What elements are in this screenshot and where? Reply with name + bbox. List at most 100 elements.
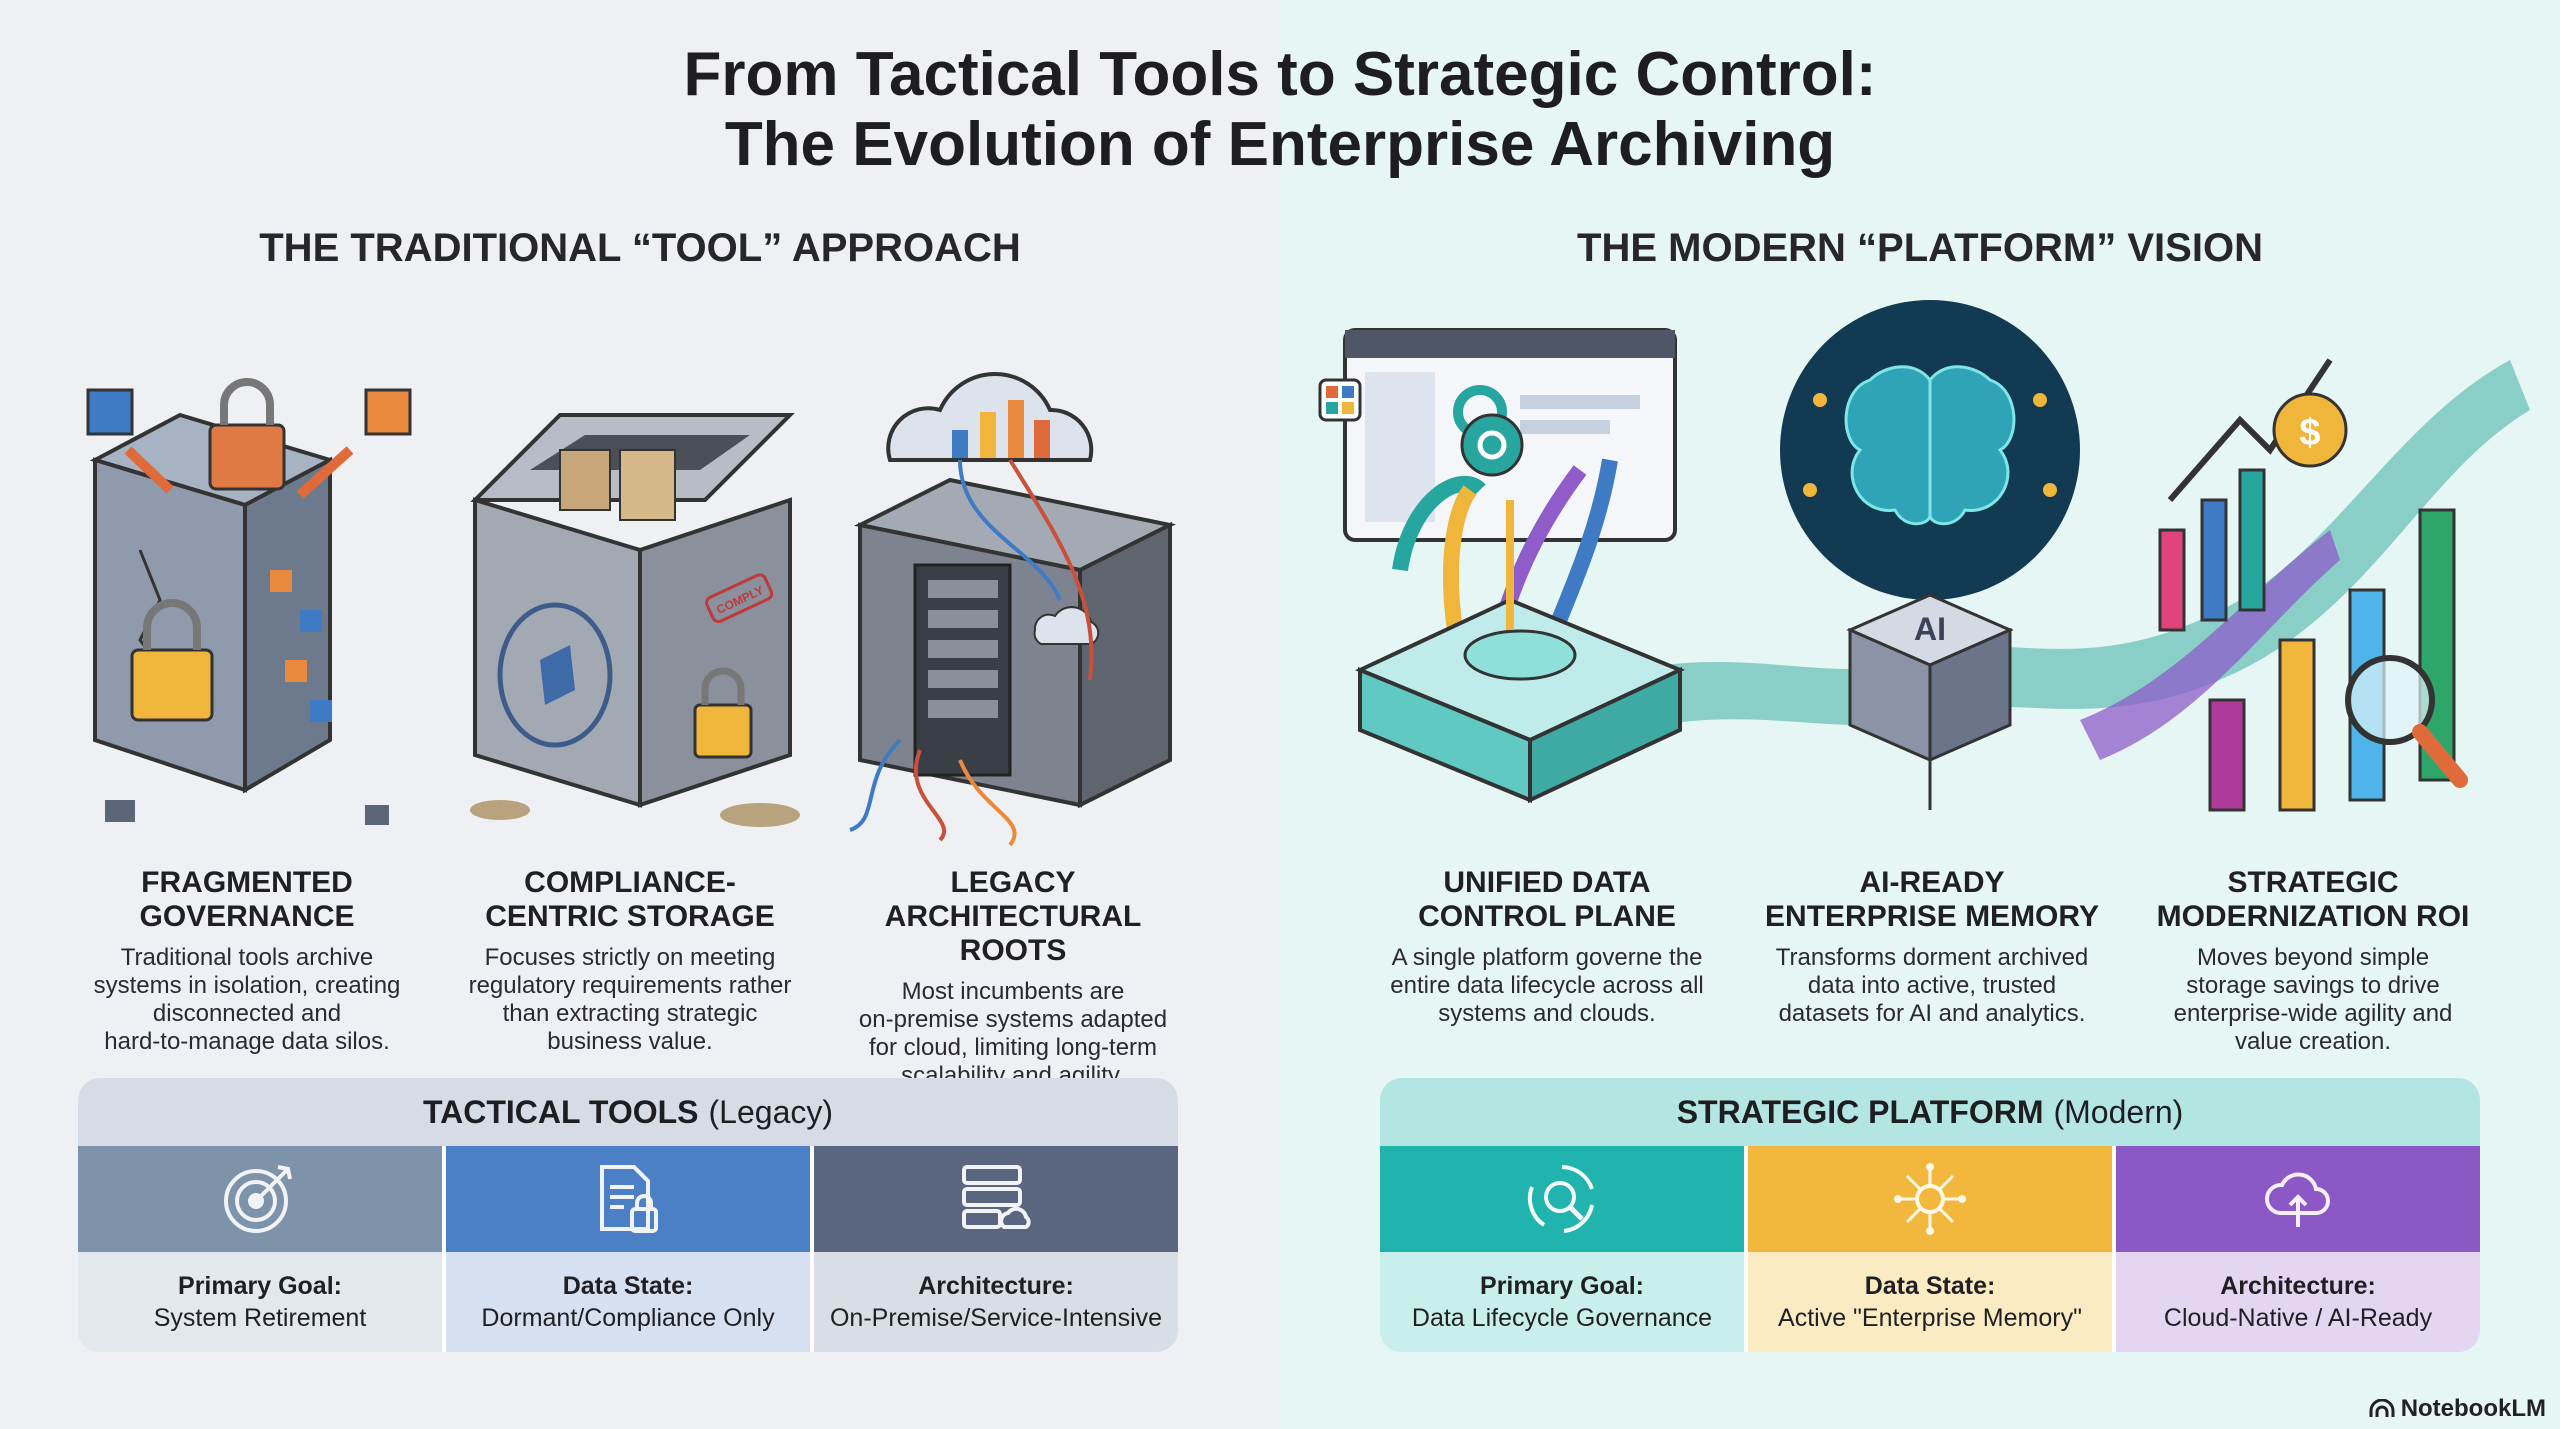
description-line: business value. bbox=[547, 1028, 713, 1055]
cell-value: Cloud-Native / AI-Ready bbox=[2163, 1304, 2433, 1332]
left-section-heading: THE TRADITIONAL “TOOL” APPROACH bbox=[259, 226, 1021, 270]
description-line: storage savings to drive bbox=[2186, 972, 2440, 999]
description-line: value creation. bbox=[2234, 1028, 2392, 1055]
control-plane-illustration bbox=[1318, 328, 1685, 804]
cell-value: Dormant/Compliance Only bbox=[481, 1304, 775, 1332]
page-title: From Tactical Tools to Strategic Control… bbox=[0, 40, 2560, 180]
column-title-line-1: UNIFIED DATA bbox=[1443, 866, 1651, 899]
ai-network-icon bbox=[1894, 1163, 1966, 1235]
column-title-line-2: CENTRIC STORAGE bbox=[485, 900, 775, 933]
brand-name: NotebookLM bbox=[2400, 1395, 2546, 1422]
description-line: systems and clouds. bbox=[1438, 1000, 1656, 1027]
right-section-heading: THE MODERN “PLATFORM” VISION bbox=[1577, 226, 2263, 270]
column-title-line-2: ENTERPRISE MEMORY bbox=[1765, 900, 2099, 933]
column-title-line-1: COMPLIANCE- bbox=[524, 866, 736, 899]
panel-title-bold: TACTICAL TOOLS bbox=[422, 1093, 699, 1130]
panel-title-suffix: (Modern) bbox=[2053, 1093, 2184, 1130]
cloud-upload-icon bbox=[2264, 1172, 2330, 1227]
notebooklm-icon bbox=[2369, 1399, 2395, 1417]
column-title-line-2: GOVERNANCE bbox=[139, 900, 355, 933]
modern-illustration: AI $ bbox=[1280, 300, 2560, 860]
description-line: datasets for AI and analytics. bbox=[1778, 1000, 2086, 1027]
panel-cell-architecture: Architecture: On-Premise/Service-Intensi… bbox=[810, 1146, 1178, 1352]
cell-value: Data Lifecycle Governance bbox=[1411, 1304, 1713, 1332]
description-line: than extracting strategic bbox=[502, 1000, 758, 1027]
legacy-server-illustration bbox=[849, 371, 1177, 847]
cell-key: Data State: bbox=[1864, 1272, 1996, 1300]
dollar-coin-label: $ bbox=[2299, 412, 2320, 454]
cell-key: Primary Goal: bbox=[1480, 1272, 1644, 1300]
description-line: Focuses strictly on meeting bbox=[484, 944, 776, 971]
legacy-illustration-svg: COMPLY bbox=[86, 371, 1177, 847]
cell-value: Active "Enterprise Memory" bbox=[1778, 1304, 2082, 1332]
description-line: Most incumbents are bbox=[901, 978, 1125, 1005]
panel-cell-primary-goal: Primary Goal: System Retirement bbox=[78, 1146, 442, 1352]
server-cloud-icon bbox=[962, 1165, 1031, 1229]
notebooklm-logo: NotebookLM bbox=[2369, 1395, 2546, 1423]
left-column-compliance-storage: COMPLIANCE-CENTRIC STORAGE Focuses stric… bbox=[445, 866, 815, 1056]
description-line: enterprise-wide agility and bbox=[2173, 1000, 2453, 1027]
column-title-line-2: MODERNIZATION ROI bbox=[2156, 900, 2470, 933]
target-icon bbox=[224, 1165, 292, 1233]
cell-value: On-Premise/Service-Intensive bbox=[829, 1304, 1163, 1332]
panel-header: TACTICAL TOOLS (Legacy) bbox=[78, 1078, 1178, 1146]
strategic-platform-panel: STRATEGIC PLATFORM (Modern) Primary Goal… bbox=[1380, 1078, 2480, 1352]
description-line: Transforms dorment archived bbox=[1775, 944, 2089, 971]
cell-key: Data State: bbox=[562, 1272, 694, 1300]
description-line: A single platform governe the bbox=[1391, 944, 1703, 971]
column-title-line-1: LEGACY bbox=[950, 866, 1076, 899]
column-title-line-1: STRATEGIC bbox=[2227, 866, 2399, 899]
modern-illustration-svg: AI $ bbox=[1318, 300, 2530, 812]
panel-title-suffix: (Legacy) bbox=[708, 1093, 834, 1130]
panel-cell-data-state: Data State: Active "Enterprise Memory" bbox=[1744, 1146, 2112, 1352]
description-line: entire data lifecycle across all bbox=[1390, 972, 1704, 999]
description-line: hard-to-manage data silos. bbox=[104, 1028, 390, 1055]
column-title: COMPLIANCE-CENTRIC STORAGE bbox=[445, 866, 815, 934]
document-lock-icon bbox=[600, 1165, 658, 1233]
column-title-line-2: ARCHITECTURAL ROOTS bbox=[884, 900, 1142, 967]
description-line: Traditional tools archive bbox=[120, 944, 374, 971]
title-line-1: From Tactical Tools to Strategic Control… bbox=[683, 40, 1877, 109]
panel-cell-architecture: Architecture: Cloud-Native / AI-Ready bbox=[2112, 1146, 2480, 1352]
cell-key: Architecture: bbox=[2220, 1272, 2376, 1300]
title-line-2: The Evolution of Enterprise Archiving bbox=[724, 110, 1836, 179]
ai-chip-label: AI bbox=[1914, 611, 1946, 647]
description-line: on-premise systems adapted bbox=[858, 1006, 1168, 1033]
column-title-line-1: FRAGMENTED bbox=[141, 866, 353, 899]
cell-value: System Retirement bbox=[153, 1304, 367, 1332]
column-title-line-1: AI-READY bbox=[1859, 866, 2005, 899]
lifecycle-search-icon bbox=[1527, 1165, 1594, 1233]
description-line: systems in isolation, creating bbox=[93, 972, 401, 999]
cracked-cube-illustration bbox=[86, 378, 412, 825]
description-line: regulatory requirements rather bbox=[468, 972, 792, 999]
description-line: data into active, trusted bbox=[1807, 972, 2057, 999]
ai-brain-illustration: AI bbox=[1780, 300, 2080, 810]
column-title-line-2: CONTROL PLANE bbox=[1418, 900, 1676, 933]
panel-cell-data-state: Data State: Dormant/Compliance Only bbox=[442, 1146, 810, 1352]
cell-key: Primary Goal: bbox=[178, 1272, 342, 1300]
panel-cell-primary-goal: Primary Goal: Data Lifecycle Governance bbox=[1380, 1146, 1744, 1352]
tactical-tools-panel: TACTICAL TOOLS (Legacy) Primary Goal: Sy… bbox=[78, 1078, 1178, 1352]
vault-cube-illustration: COMPLY bbox=[470, 413, 800, 827]
legacy-illustration: COMPLY bbox=[0, 300, 1280, 860]
cell-key: Architecture: bbox=[918, 1272, 1074, 1300]
description-line: Moves beyond simple bbox=[2196, 944, 2430, 971]
description-line: disconnected and bbox=[152, 1000, 342, 1027]
panel-title-bold: STRATEGIC PLATFORM bbox=[1676, 1093, 2044, 1130]
